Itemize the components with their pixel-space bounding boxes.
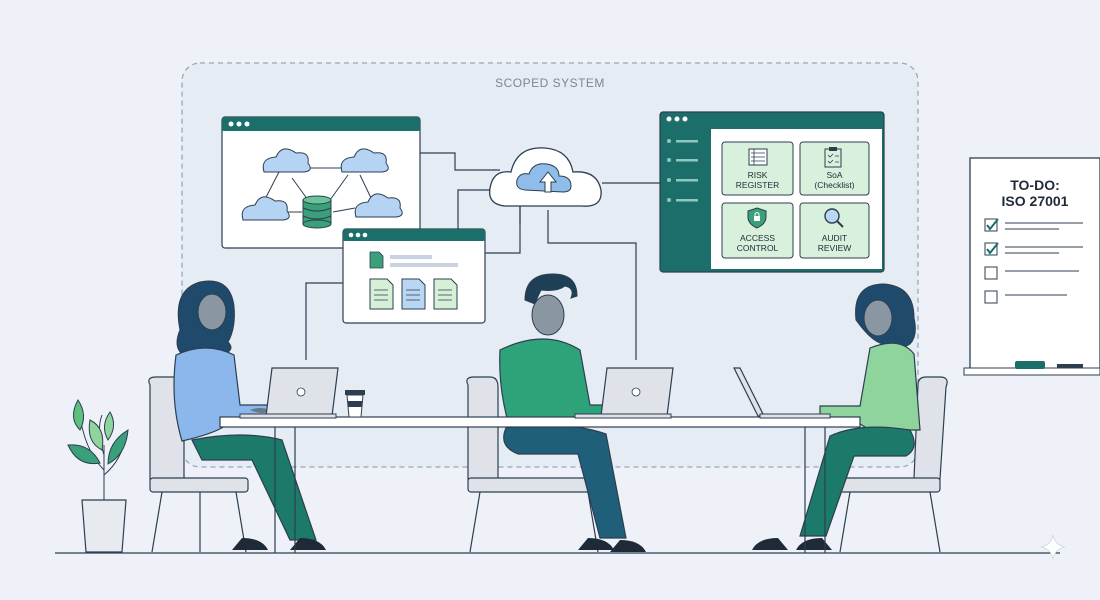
todo-checklist bbox=[984, 218, 1083, 304]
shield-lock-icon bbox=[747, 207, 767, 229]
card-label: ACCESS bbox=[740, 233, 775, 243]
scoped-system-label: SCOPED SYSTEM bbox=[495, 76, 605, 90]
clipboard-icon bbox=[824, 147, 842, 168]
chair-right bbox=[839, 376, 948, 553]
checklist-item bbox=[984, 266, 1079, 280]
potted-plant bbox=[67, 399, 129, 553]
sparkle-icon bbox=[1040, 534, 1066, 560]
checklist-item bbox=[984, 290, 1067, 304]
table bbox=[219, 416, 861, 553]
dashboard-sidebar bbox=[667, 139, 698, 202]
network-connectors bbox=[305, 152, 660, 360]
card-label: RISK bbox=[748, 170, 768, 180]
isms-dashboard-window: RISK REGISTER SoA (Checklist) ACCESS CON… bbox=[659, 111, 885, 273]
checkbox-empty-icon bbox=[984, 290, 998, 304]
checkbox-empty-icon bbox=[984, 266, 998, 280]
card-label: AUDIT bbox=[822, 233, 848, 243]
card-label: SoA bbox=[826, 170, 842, 180]
person-center bbox=[499, 273, 646, 552]
person-left bbox=[173, 280, 326, 550]
document-icon bbox=[401, 278, 426, 310]
checkmark-icon bbox=[986, 218, 999, 231]
database-icon bbox=[302, 195, 332, 229]
whiteboard-subtitle: ISO 27001 bbox=[1002, 193, 1069, 209]
document-icon bbox=[369, 251, 384, 269]
laptop-center bbox=[574, 367, 674, 419]
laptop-left bbox=[239, 367, 339, 419]
card-label: CONTROL bbox=[737, 243, 779, 253]
checklist-item bbox=[984, 242, 1083, 256]
cloud-icon bbox=[340, 148, 389, 173]
cloud-icon bbox=[354, 193, 403, 218]
documents-window bbox=[342, 228, 486, 324]
audit-review-card[interactable]: AUDIT REVIEW bbox=[799, 202, 870, 259]
checkbox-checked-icon bbox=[984, 242, 998, 256]
whiteboard: TO-DO: ISO 27001 bbox=[963, 157, 1100, 376]
coffee-cup bbox=[345, 390, 365, 418]
card-label: (Checklist) bbox=[814, 180, 854, 190]
checkmark-icon bbox=[986, 242, 999, 255]
network-diagram-window bbox=[221, 116, 421, 249]
cloud-upload-icon bbox=[488, 147, 602, 207]
whiteboard-title: TO-DO: bbox=[1010, 177, 1060, 193]
card-label: REVIEW bbox=[818, 243, 852, 253]
magnifier-icon bbox=[824, 208, 844, 228]
risk-register-card[interactable]: RISK REGISTER bbox=[721, 141, 794, 196]
cloud-icon bbox=[241, 196, 290, 221]
document-icon bbox=[369, 278, 394, 310]
access-control-card[interactable]: ACCESS CONTROL bbox=[721, 202, 794, 259]
checklist-item bbox=[984, 218, 1083, 232]
checkbox-checked-icon bbox=[984, 218, 998, 232]
cloud-icon bbox=[262, 148, 311, 173]
card-label: REGISTER bbox=[736, 180, 779, 190]
register-icon bbox=[748, 148, 768, 166]
chair-center bbox=[466, 376, 599, 553]
person-right bbox=[752, 283, 921, 550]
soa-checklist-card[interactable]: SoA (Checklist) bbox=[799, 141, 870, 196]
document-icon bbox=[433, 278, 458, 310]
laptop-right bbox=[733, 367, 831, 419]
